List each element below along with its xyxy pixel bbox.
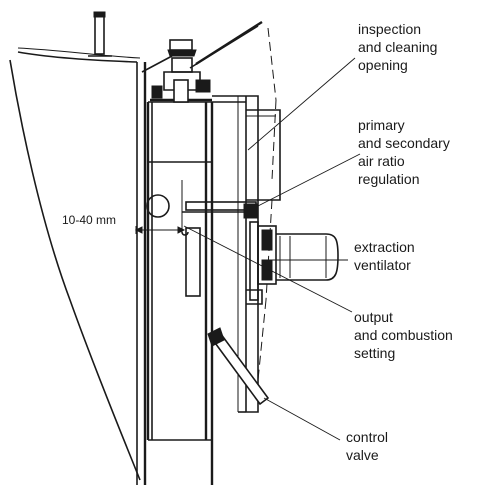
label-air-ratio: primary and secondary air ratio regulati… — [358, 117, 454, 187]
leader-inspection — [247, 57, 356, 151]
front-door — [246, 95, 263, 413]
inspection-hole — [146, 194, 170, 218]
leader-lines — [183, 57, 361, 441]
door-swing-dashed — [257, 27, 277, 381]
vent-pipe — [88, 11, 112, 57]
dimension-label: 10-40 mm — [62, 213, 116, 227]
label-ventilator: extraction ventilator — [354, 239, 419, 273]
extraction-ventilator — [249, 221, 339, 301]
top-fitting — [141, 20, 263, 103]
baffle — [181, 180, 201, 297]
leader-control — [263, 397, 341, 441]
leader-output — [183, 225, 353, 313]
inspection-housing — [246, 109, 281, 201]
boiler-body-left — [9, 47, 147, 485]
dimension-marker: 10-40 mm — [62, 213, 186, 234]
label-output: output and combustion setting — [354, 309, 457, 361]
label-inspection: inspection and cleaning opening — [358, 21, 441, 73]
air-regulation-rod — [182, 201, 259, 219]
leader-air-ratio — [255, 153, 361, 208]
label-control: control valve — [346, 429, 392, 463]
control-valve-handle — [207, 327, 270, 406]
combustion-chamber — [146, 95, 247, 485]
